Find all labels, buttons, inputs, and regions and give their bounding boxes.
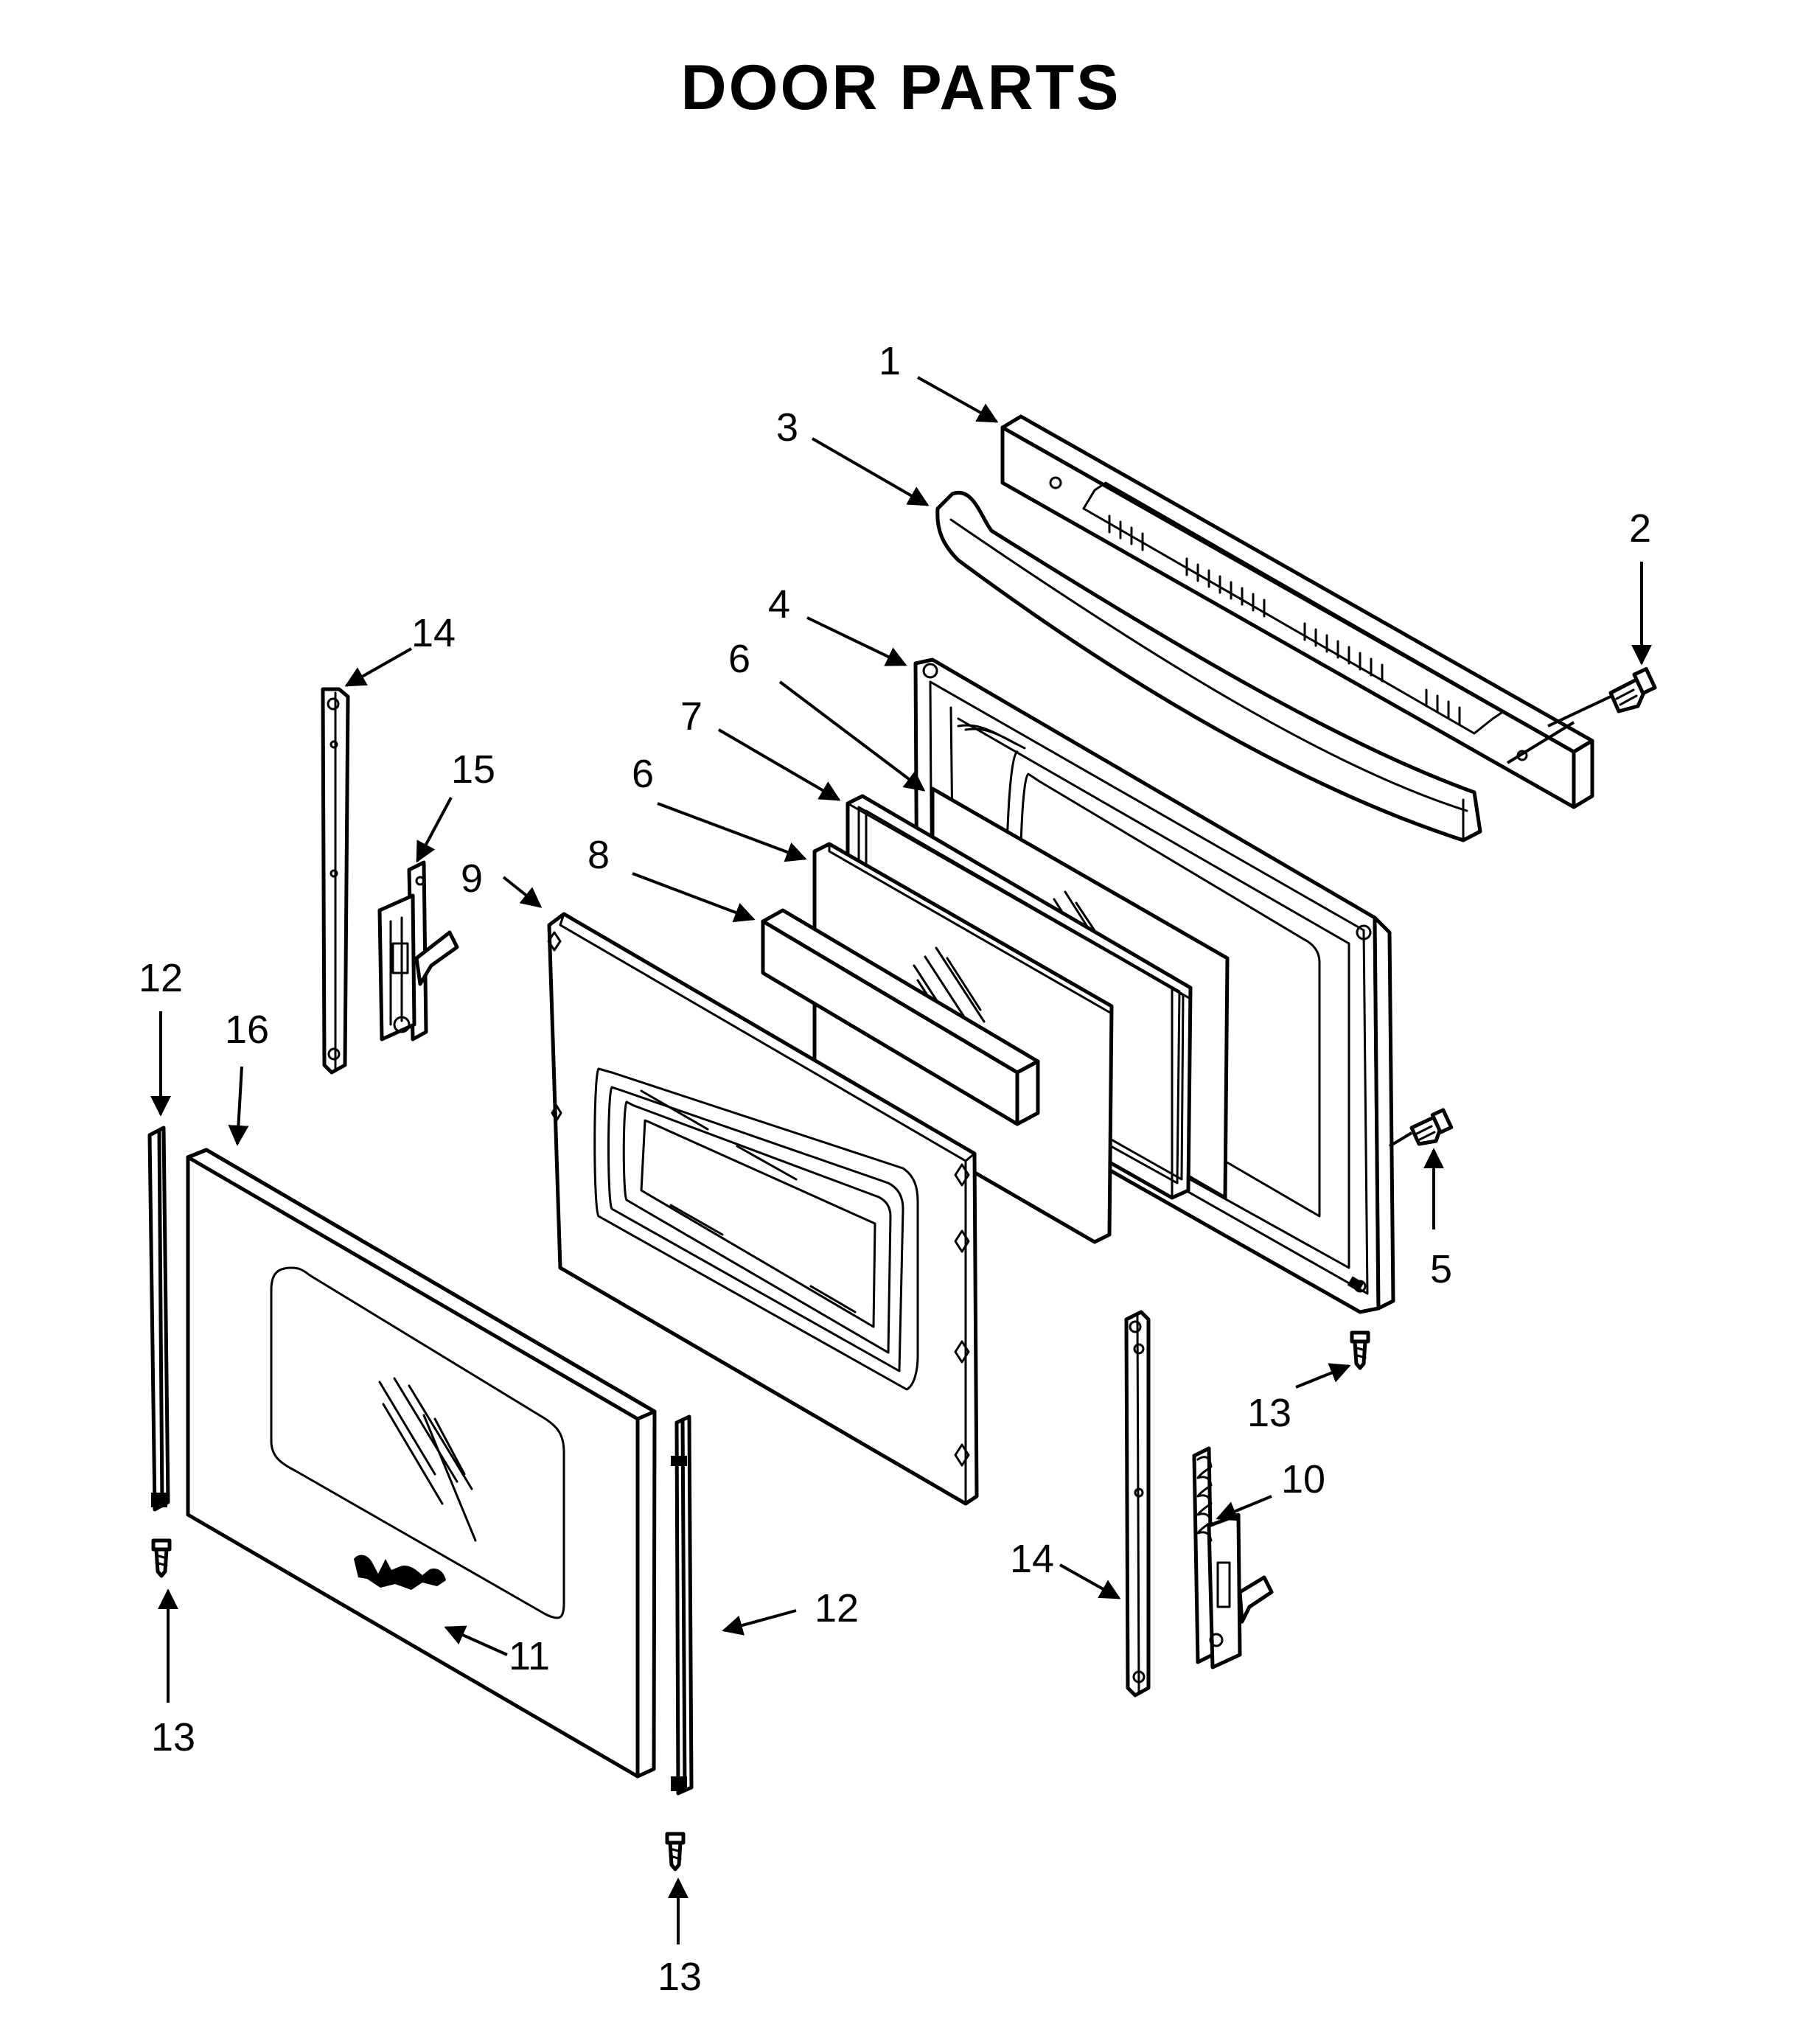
part-2-screw [1506,667,1657,764]
callout-11: 11 [509,1634,550,1678]
part-12-side-trim-left [147,1126,170,1512]
part-13-screw-right [1350,1330,1370,1370]
part-12-side-trim-right [671,1414,694,1796]
part-13-screw-left [151,1538,172,1578]
page-title: DOOR PARTS [681,52,1121,123]
callout-1: 1 [879,339,901,383]
callout-8: 8 [588,833,610,877]
part-3-door-handle [935,490,1482,842]
callout-10: 10 [1281,1457,1325,1501]
part-8-insulation [761,908,1040,1126]
part-10-hinge [1192,1446,1274,1670]
part-1-door-trim [1000,414,1594,809]
part-14-hinge-receiver-lower [1124,1310,1151,1698]
callout-15: 15 [451,747,495,792]
callout-13-right: 13 [1247,1391,1291,1435]
callout-6-upper: 6 [728,637,750,681]
callout-12-left: 12 [139,956,183,1000]
callout-labels: 1 3 2 4 6 7 6 8 9 14 15 12 16 5 13 10 14… [139,339,1651,1999]
part-9-door-frame [547,912,979,1506]
callout-4: 4 [768,582,790,627]
part-15-hinge [377,860,459,1042]
callout-14-upper: 14 [411,611,456,655]
callout-14-lower: 14 [1010,1537,1054,1581]
callout-9: 9 [461,856,483,901]
callout-2: 2 [1629,506,1651,551]
callout-3: 3 [776,405,798,450]
callout-7: 7 [680,694,702,739]
part-5-screw [1388,1108,1454,1148]
callout-12-right: 12 [815,1586,859,1630]
callout-13-left: 13 [151,1715,195,1759]
part-13-screw-bottom [665,1832,686,1871]
callout-6-lower: 6 [632,752,654,796]
part-16-outer-door-panel [186,1148,657,1779]
callout-16: 16 [225,1008,269,1052]
part-14-hinge-receiver-upper [321,687,350,1075]
callout-13-bottom: 13 [658,1955,702,1999]
callout-5: 5 [1430,1247,1452,1291]
leader-arrows [150,376,1652,1944]
whirlpool-logo [354,1555,446,1590]
